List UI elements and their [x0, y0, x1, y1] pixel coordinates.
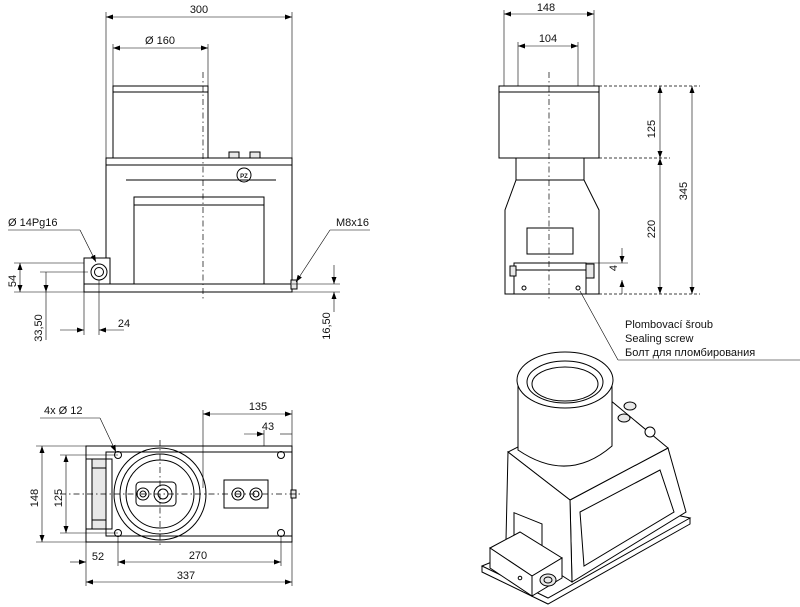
dim-diameter-160: Ø 160	[145, 35, 175, 47]
note-sealing-ru: Болт для пломбирования	[625, 347, 755, 359]
label-holes: 4x Ø 12	[44, 405, 83, 417]
gland-icon	[585, 263, 595, 279]
iso-cylinder-top	[516, 351, 614, 409]
dim-148-side: 148	[537, 2, 555, 14]
mount-hole-icon	[277, 451, 285, 459]
dim-43: 43	[262, 421, 274, 433]
dim-148-top: 148	[29, 489, 41, 507]
front-window	[133, 196, 265, 285]
note-sealing-cz: Plombovací šroub	[625, 319, 713, 331]
dim-125-top: 125	[53, 489, 65, 507]
label-cable-gland: Ø 14Pg16	[8, 217, 58, 229]
dim-24: 24	[118, 318, 130, 330]
screw-icon	[509, 265, 517, 277]
dim-270: 270	[189, 550, 207, 562]
dim-4: 4	[608, 265, 620, 271]
nut-icon	[249, 151, 261, 159]
dim-220: 220	[646, 220, 658, 238]
dim-16-50: 16,50	[321, 312, 333, 340]
dim-54: 54	[7, 275, 19, 287]
dim-300: 300	[190, 4, 208, 16]
front-view: PZ 300 Ø 160 Ø 14Pg16 M8x16 54 33,50	[7, 4, 370, 342]
dim-337: 337	[177, 570, 195, 582]
label-mount-screw: M8x16	[336, 217, 369, 229]
nut-icon	[623, 401, 637, 411]
nut-icon	[617, 413, 631, 423]
dim-345: 345	[678, 182, 690, 200]
sealing-screw-icon	[521, 285, 527, 291]
dim-135: 135	[249, 401, 267, 413]
logo-text: PZ	[240, 174, 248, 180]
note-sealing-en: Sealing screw	[625, 333, 694, 345]
iso-view	[480, 351, 692, 605]
nut-icon	[228, 151, 240, 159]
dim-52: 52	[92, 551, 104, 563]
side-window	[526, 227, 574, 255]
mount-screw-icon	[290, 279, 298, 290]
sealing-screw-icon	[517, 575, 523, 581]
side-view: 148 104 125 220 345 4 Plombovací šroub S…	[498, 2, 800, 361]
dim-104: 104	[539, 33, 557, 45]
dim-33-50: 33,50	[33, 314, 45, 342]
dim-125-side: 125	[646, 120, 658, 138]
logo-pz-iso	[644, 426, 656, 438]
top-view: 4x Ø 12 135 43 148 125 52 270 337	[29, 401, 300, 586]
logo-pz	[236, 167, 252, 183]
front-base-plate	[83, 283, 293, 293]
front-cylinder	[112, 85, 209, 159]
gland-icon	[539, 573, 557, 587]
